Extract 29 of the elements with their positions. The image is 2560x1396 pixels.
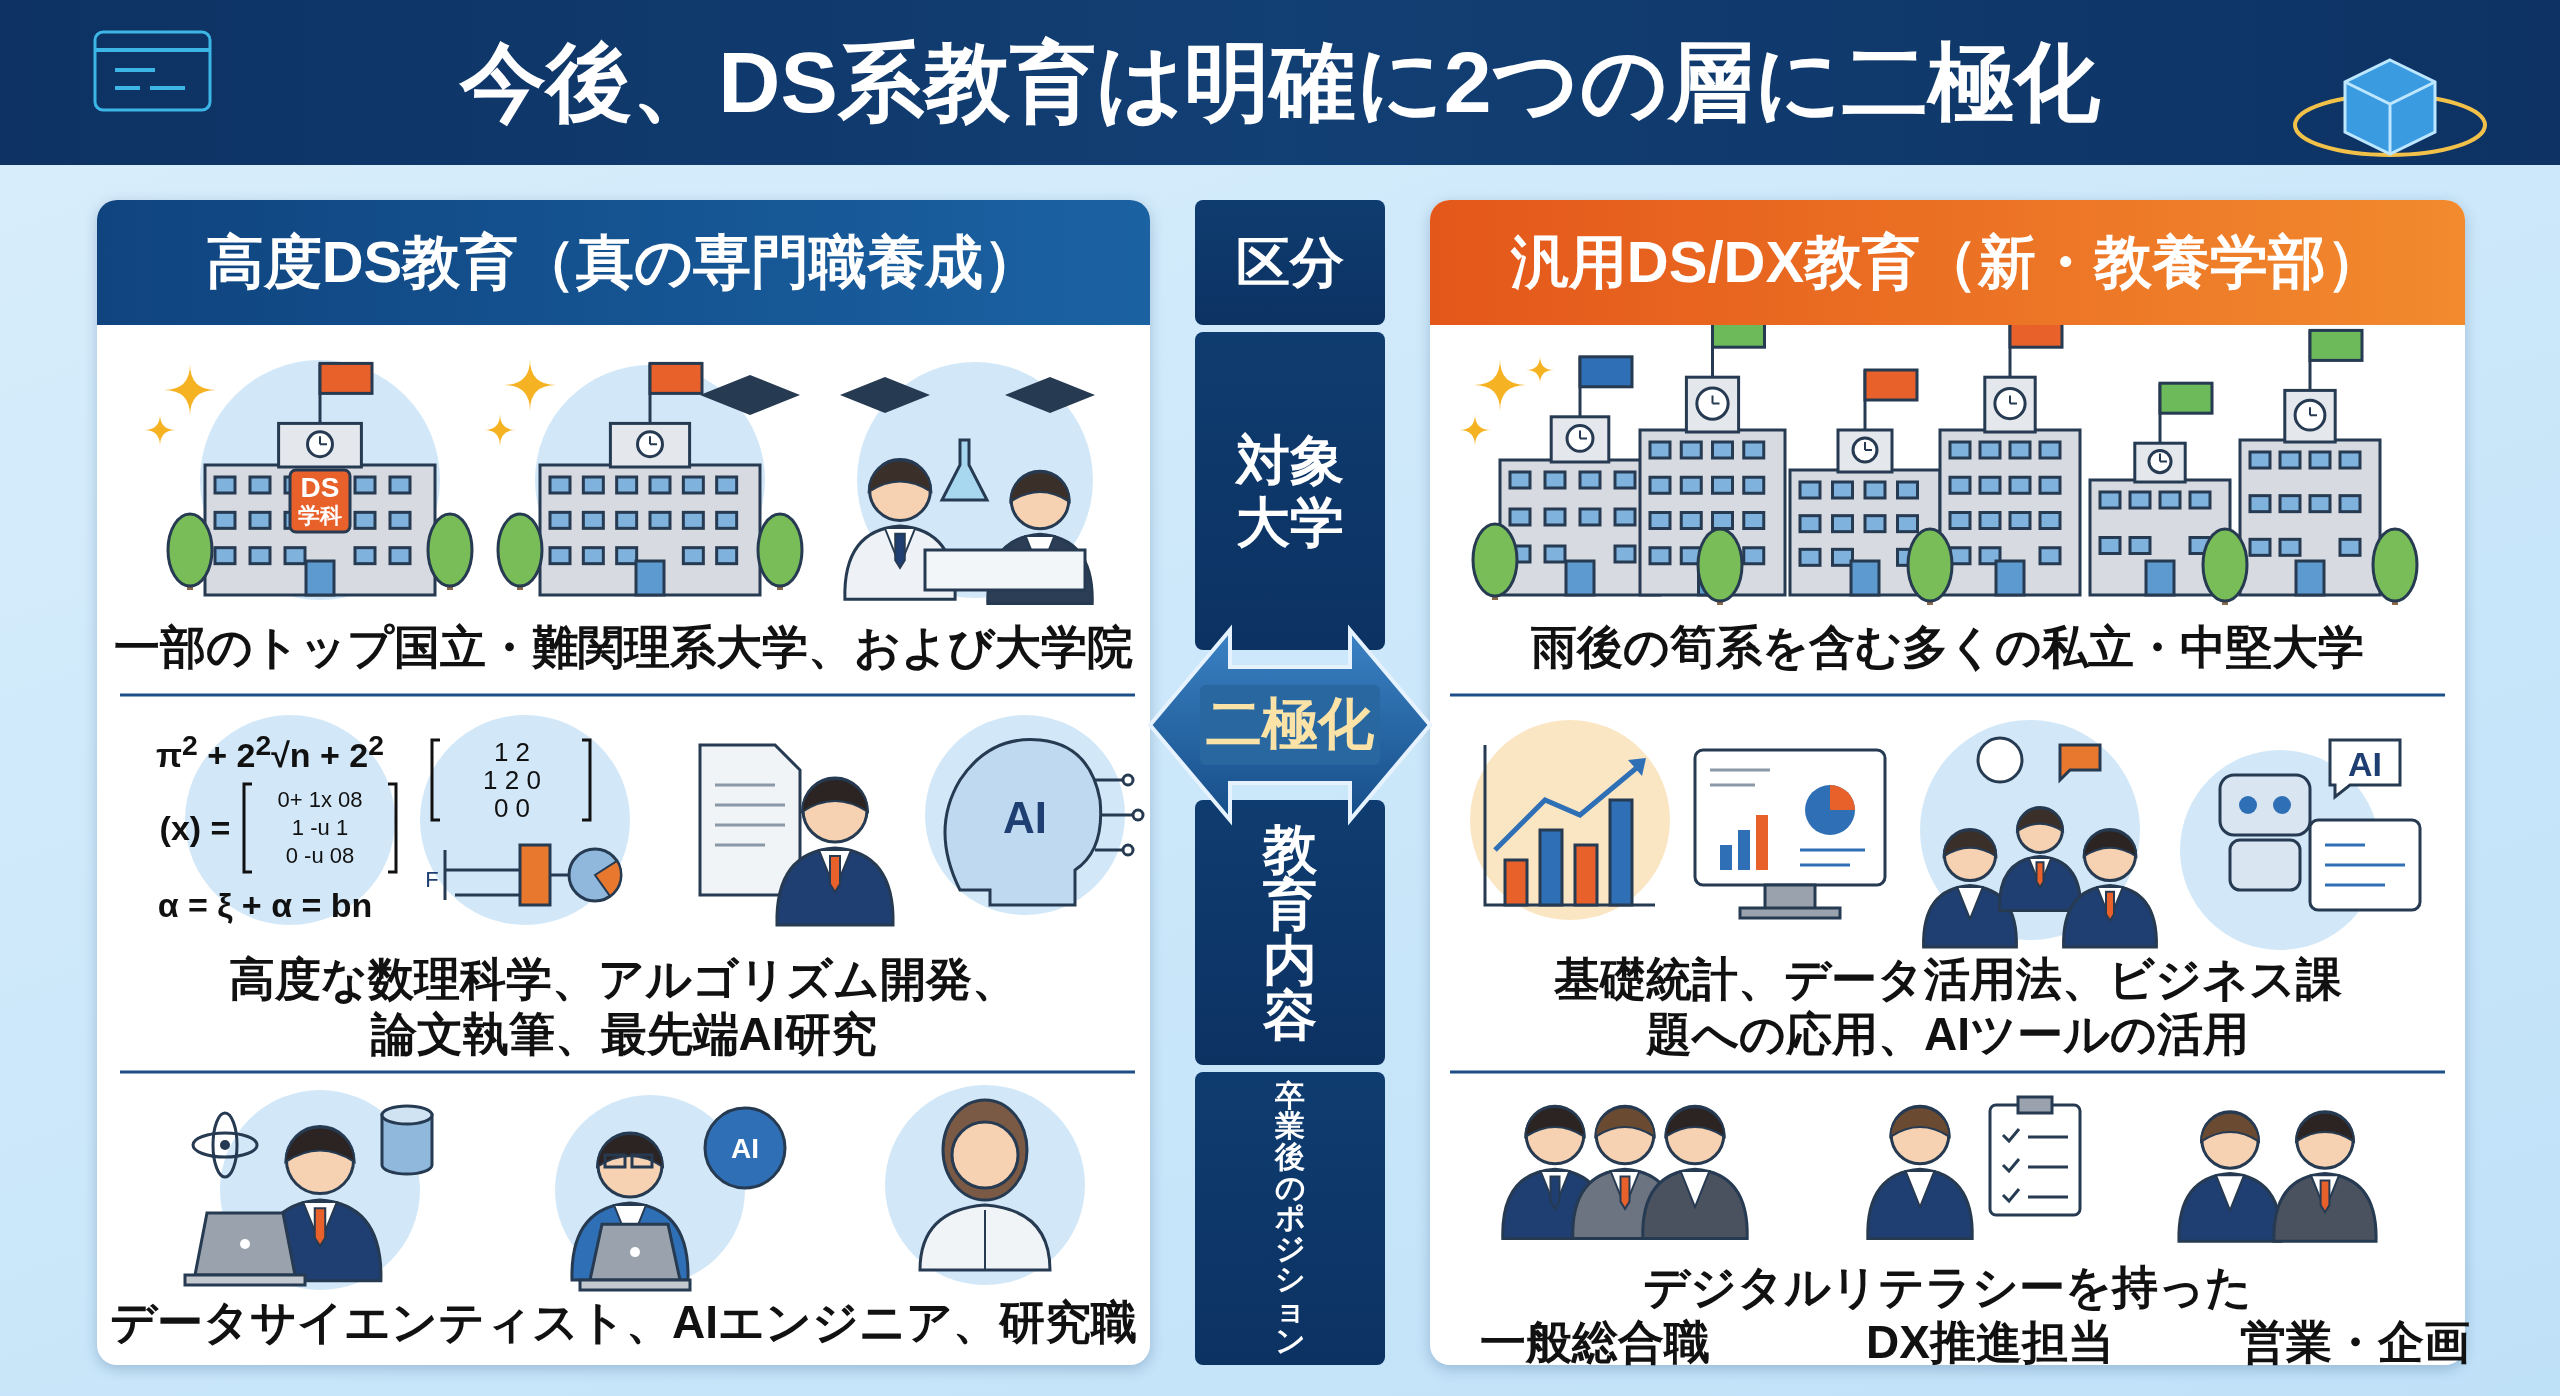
category-box: 卒業後のポジション — [1195, 1072, 1385, 1365]
section-caption: 基礎統計、データ活用法、ビジネス課題への応用、AIツールの活用 — [1547, 952, 2348, 1063]
section-caption: 雨後の筍系を含む多くの私立・中堅大学 — [1531, 620, 2364, 676]
job-title: DX推進担当 — [1866, 1315, 2114, 1370]
job-title: 営業・企画 — [2240, 1315, 2470, 1370]
matrix-row: 1 -u 1 — [291, 815, 349, 841]
panel-header: 高度DS教育（真の専門職養成） — [97, 200, 1150, 325]
section-caption: データサイエンティスト、AIエンジニア、研究職 — [110, 1295, 1137, 1351]
category-box: 区分 — [1195, 200, 1385, 325]
formula-text: π$^{2}$ + 2$^{2}$√n + 2$^{2}$ — [155, 728, 385, 776]
title-banner: 今後、DS系教育は明確に2つの層に二極化 — [0, 0, 2560, 165]
edge-label: 二極化 — [1200, 685, 1380, 765]
formula-text: (x) = — [159, 808, 231, 848]
panel-header: 汎用DS/DX教育（新・教養学部） — [1430, 200, 2465, 325]
sign-text: 学科 — [298, 502, 342, 530]
category-box: 対象大学 — [1195, 332, 1385, 650]
sign-text: DS — [300, 472, 340, 504]
ai-text: AI — [731, 1133, 759, 1165]
diagram-letter: F — [425, 867, 439, 893]
ai-text: AI — [1003, 793, 1047, 843]
job-title: 一般総合職 — [1480, 1315, 1710, 1370]
section-caption: 高度な数理科学、アルゴリズム開発、論文執筆、最先端AI研究 — [223, 952, 1024, 1063]
ai-text: AI — [2348, 744, 2382, 784]
category-box: 教育内容 — [1195, 800, 1385, 1065]
section-caption: デジタルリテラシーを持った — [1643, 1260, 2252, 1315]
formula-text: α = ξ + α = bn — [157, 885, 373, 925]
section-caption: 一部のトップ国立・難関理系大学、および大学院 — [114, 620, 1133, 676]
matrix-row: 0 -u 08 — [285, 843, 355, 869]
matrix-row: 0+ 1x 08 — [277, 787, 363, 813]
